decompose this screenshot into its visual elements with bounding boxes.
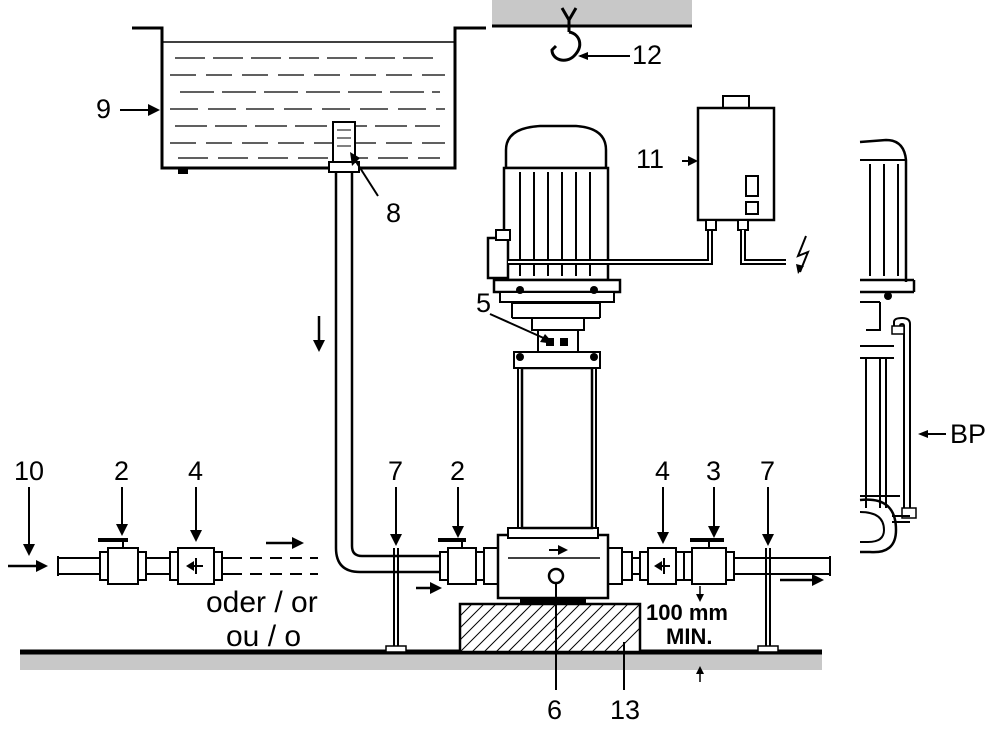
label-bp: BP [950, 419, 986, 449]
callout-labels: 9 8 12 11 5 10 2 4 7 2 4 3 7 BP 6 13 ode… [14, 40, 986, 725]
label-2-left: 2 [114, 456, 129, 486]
label-5: 5 [476, 288, 491, 318]
label-10: 10 [14, 456, 44, 486]
supply-tank [132, 26, 486, 174]
label-12: 12 [632, 40, 662, 70]
text-oder-or: oder / or [206, 586, 318, 619]
pump-motor [486, 124, 713, 303]
control-box [682, 95, 810, 274]
label-9: 9 [96, 94, 111, 124]
label-3: 3 [706, 456, 721, 486]
label-4-right: 4 [655, 456, 670, 486]
pump-base-and-housing [458, 527, 642, 690]
label-11: 11 [636, 144, 664, 174]
side-view-bypass [859, 138, 946, 554]
pump-column [489, 302, 601, 530]
foot-valve-and-suction-pipe [328, 121, 440, 574]
ceiling-hook [492, 0, 692, 62]
leader-9 [120, 104, 160, 116]
floor [20, 649, 822, 670]
suction-side-valves [385, 487, 485, 653]
label-4-left: 4 [188, 456, 203, 486]
label-7-left: 7 [388, 456, 403, 486]
label-8: 8 [386, 198, 401, 228]
label-7-right: 7 [760, 456, 775, 486]
text-100mm: 100 mm [646, 600, 728, 625]
flow-arrow-down [313, 316, 325, 352]
label-6: 6 [547, 695, 562, 725]
label-13: 13 [610, 695, 640, 725]
discharge-side [621, 487, 831, 682]
text-ou-o: ou / o [226, 620, 301, 653]
inlet-pipe-left [8, 487, 318, 585]
text-min: MIN. [666, 624, 712, 649]
label-2-right: 2 [450, 456, 465, 486]
